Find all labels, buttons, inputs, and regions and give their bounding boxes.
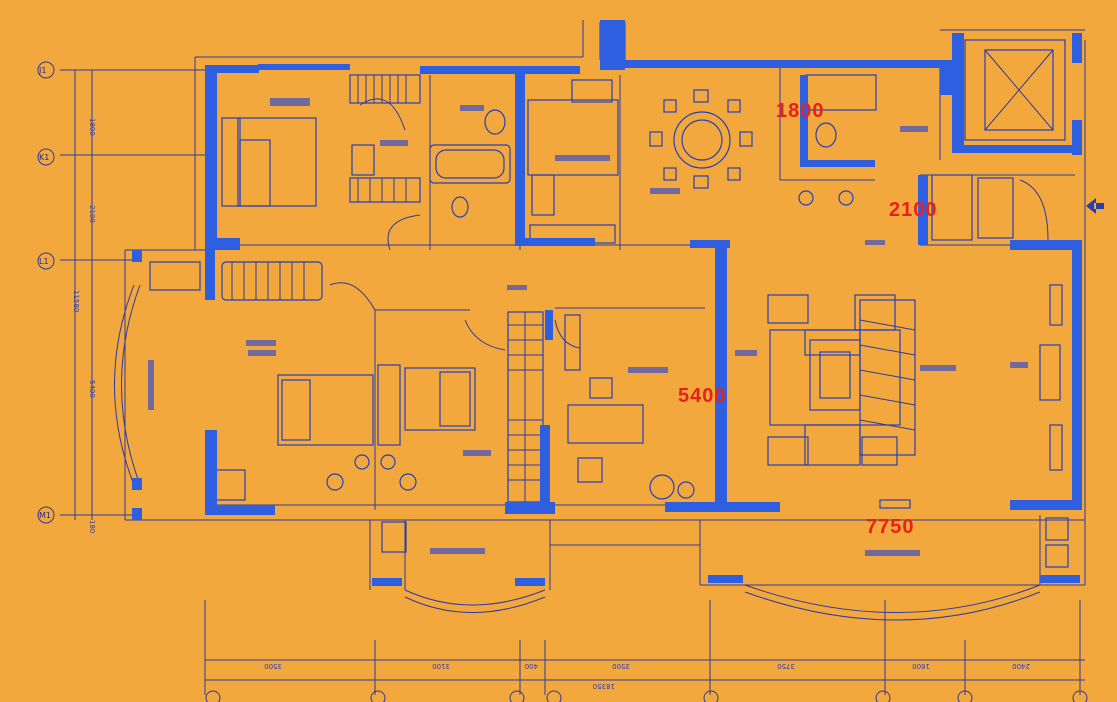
axis-bubble-k1: K1 <box>37 148 55 166</box>
svg-text:5400: 5400 <box>88 380 96 398</box>
svg-text:180: 180 <box>88 520 96 533</box>
dimension-1800: 1800 <box>776 100 825 122</box>
doors <box>329 98 581 351</box>
svg-text:3100: 3100 <box>432 662 450 670</box>
dimension-2100: 2100 <box>889 199 938 221</box>
svg-text:400: 400 <box>525 662 538 670</box>
svg-text:11580: 11580 <box>72 290 80 312</box>
axis-label-k1: K1 <box>39 153 49 162</box>
axis-label-j1: J1 <box>38 66 46 75</box>
dimension-5400: 5400 <box>678 385 727 407</box>
balcony-curves <box>114 284 1041 621</box>
svg-text:18350: 18350 <box>593 682 615 690</box>
svg-text:2100: 2100 <box>88 205 96 223</box>
svg-text:1800: 1800 <box>88 118 96 136</box>
furniture <box>149 39 1069 568</box>
outline-lines <box>124 20 1086 590</box>
svg-text:3500: 3500 <box>264 662 282 670</box>
walls <box>132 20 1082 586</box>
left-dimension-chain: 1800 2100 11580 5400 180 <box>60 69 205 533</box>
axis-bubble-m1: M1 <box>37 506 55 524</box>
entrance-arrow-icon <box>1086 198 1104 214</box>
bottom-dimension-chain: 3500 3100 400 3500 3750 1600 2400 18350 <box>204 600 1088 702</box>
axis-label-l1: L1 <box>39 257 49 266</box>
axis-bubble-j1: J1 <box>37 61 55 79</box>
axis-bubble-l1: L1 <box>37 252 55 270</box>
svg-text:3750: 3750 <box>777 662 795 670</box>
svg-text:3500: 3500 <box>612 662 630 670</box>
room-label-marks <box>148 98 1028 556</box>
svg-text:1600: 1600 <box>912 662 930 670</box>
svg-text:2400: 2400 <box>1012 662 1030 670</box>
dimension-7750: 7750 <box>866 516 915 538</box>
axis-label-m1: M1 <box>39 511 51 520</box>
